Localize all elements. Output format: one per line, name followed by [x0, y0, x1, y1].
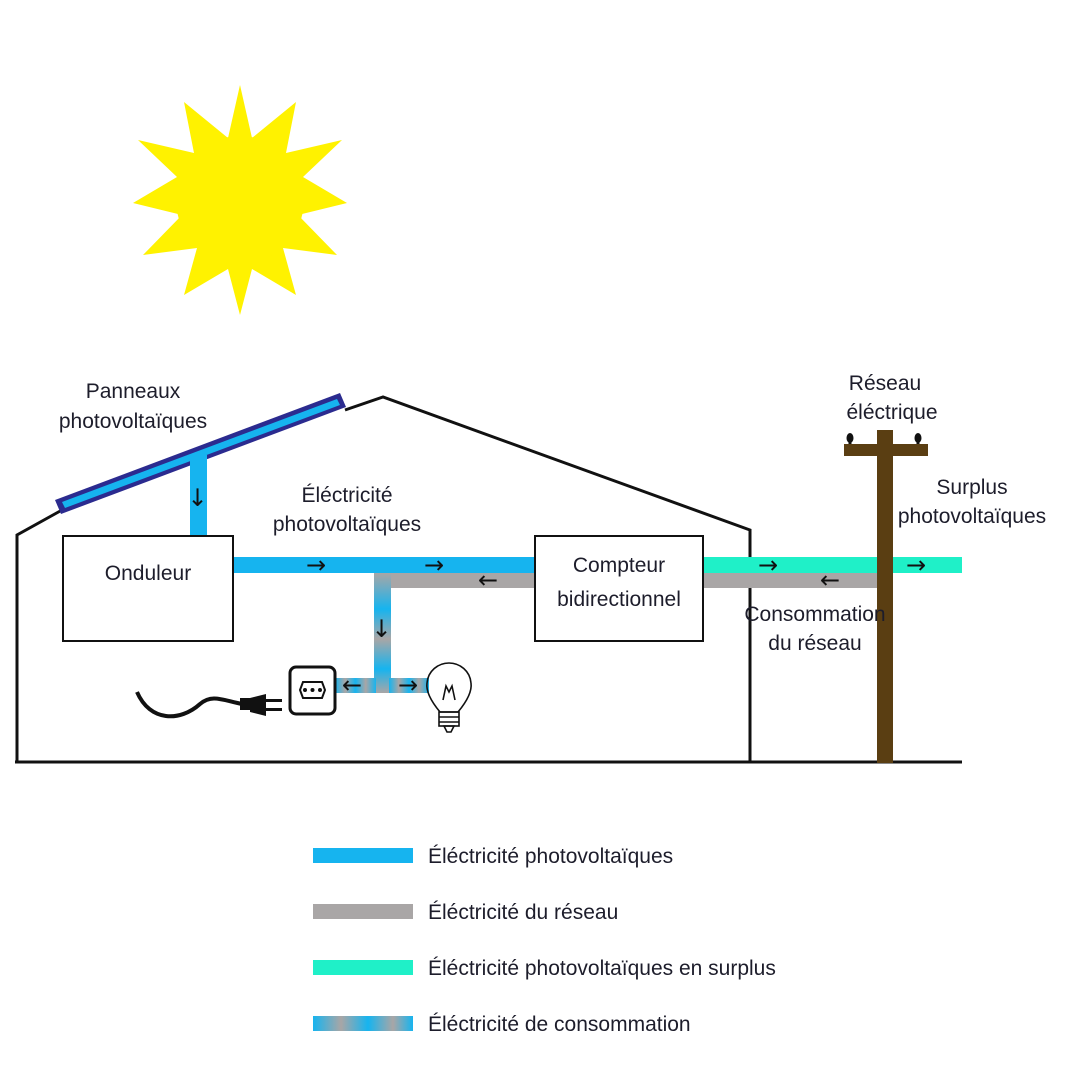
house-outline [15, 395, 962, 764]
panels-label-line2: photovoltaïques [59, 410, 207, 433]
flow-arrows: → → → ← → ← → → ← → [184, 487, 926, 699]
grid-line-pole-to-meter [703, 573, 877, 588]
consumption-label-line1: Consommation [744, 603, 885, 626]
surplus-line-past-pole [893, 557, 962, 573]
grid-line-meter-to-house [390, 573, 535, 588]
surplus-label-line2: photovoltaïques [898, 505, 1046, 528]
pv-line-panel-to-inverter [190, 455, 207, 537]
grid-label-line2: éléctrique [846, 401, 937, 424]
panels-label-line1: Panneaux [86, 380, 181, 403]
pv-flow-label-line2: photovoltaïques [273, 513, 421, 536]
consumption-line-to-socket [335, 678, 376, 693]
arrow-down-panel: → [184, 487, 212, 507]
light-bulb-icon [426, 662, 472, 733]
grid-label-line1: Réseau [849, 372, 921, 395]
pv-flow-label-line1: Éléctricité [301, 484, 392, 507]
legend-swatch-pv [313, 848, 413, 863]
arrow-right-surplus-1: → [758, 551, 778, 579]
solar-panel-icon [55, 393, 346, 514]
legend-swatch-grid [313, 904, 413, 919]
legend-label-grid: Éléctricité du réseau [428, 901, 618, 924]
pv-line-inverter-to-meter [233, 557, 535, 573]
arrow-left-grid-2: ← [820, 566, 840, 594]
arrow-down-consumption: → [368, 618, 396, 638]
meter-label-line2: bidirectionnel [557, 588, 681, 611]
meter-box [534, 535, 704, 642]
inverter-box [62, 535, 234, 642]
arrow-right-2: → [424, 551, 444, 579]
surplus-label-line1: Surplus [936, 476, 1007, 499]
consumption-line-vertical [374, 573, 391, 693]
legend-swatch-consumption [313, 1016, 413, 1031]
plug-cable-icon [135, 691, 282, 719]
legend-swatch-surplus [313, 960, 413, 975]
legend: Éléctricité photovoltaïques Éléctricité … [313, 845, 776, 1036]
legend-label-consumption: Éléctricité de consommation [428, 1013, 691, 1036]
inverter-label: Onduleur [105, 562, 191, 585]
meter-label-line1: Compteur [573, 554, 665, 577]
sun-icon [133, 85, 347, 315]
consumption-line-to-bulb [389, 678, 429, 693]
surplus-line-meter-to-pole [703, 557, 877, 573]
flow-lines [190, 455, 962, 693]
arrow-left-socket: ← [342, 671, 362, 699]
wall-socket-icon [288, 665, 337, 716]
utility-pole-icon [844, 430, 928, 763]
legend-label-surplus: Éléctricité photovoltaïques en surplus [428, 957, 776, 980]
arrow-right-bulb: → [398, 671, 418, 699]
legend-label-pv: Éléctricité photovoltaïques [428, 845, 673, 868]
arrow-right-1: → [306, 551, 326, 579]
arrow-right-surplus-2: → [906, 551, 926, 579]
arrow-left-grid: ← [478, 566, 498, 594]
labels: Panneaux photovoltaïques Éléctricité pho… [59, 372, 1046, 655]
consumption-label-line2: du réseau [768, 632, 861, 655]
